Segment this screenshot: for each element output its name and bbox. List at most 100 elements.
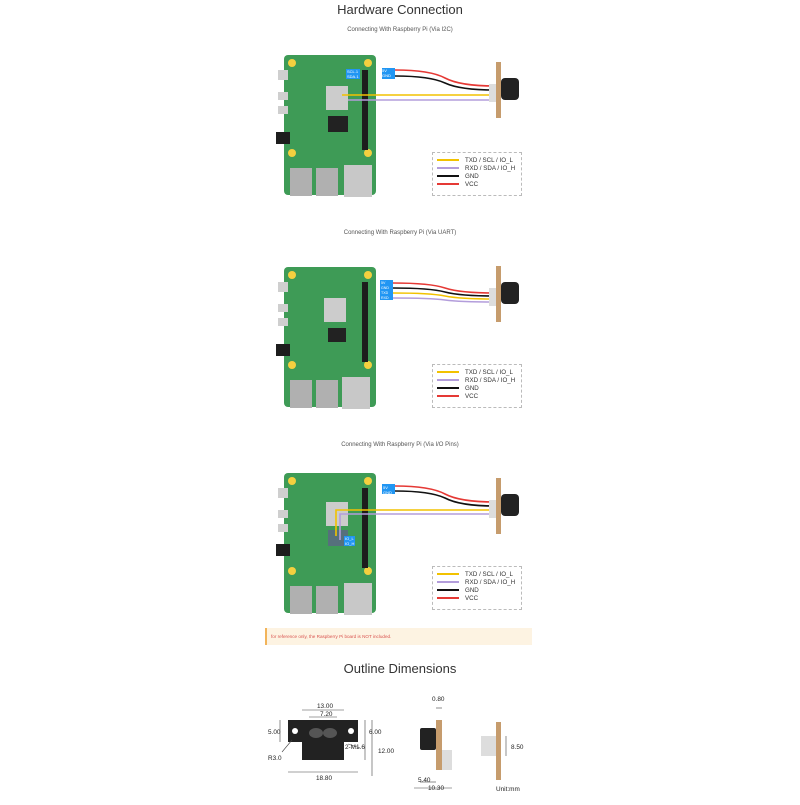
gpio-header (362, 282, 368, 362)
sensor-bracket (496, 266, 501, 322)
usbc-port (278, 282, 288, 292)
legend-label: RXD / SDA / IO_H (465, 164, 516, 172)
hdmi-port (278, 106, 288, 114)
mount-hole (364, 271, 372, 279)
gpio-header (362, 70, 368, 150)
legend-label: RXD / SDA / IO_H (465, 578, 516, 586)
pin-label: GND (382, 73, 391, 78)
sensor-front-outline (288, 720, 358, 760)
usb-port (316, 380, 338, 408)
pin-connector (380, 280, 393, 300)
mount-hole (288, 149, 296, 157)
legend-label: TXD / SCL / IO_L (465, 368, 513, 376)
dim-label: 12.00 (378, 748, 394, 755)
outline-drawing (260, 690, 540, 800)
mount-hole (288, 477, 296, 485)
dim-label: 18.80 (316, 775, 332, 782)
mount-hole (364, 567, 372, 575)
bracket-side (436, 720, 442, 770)
hdmi-port (278, 318, 288, 326)
pin-label: GND (383, 490, 392, 495)
io-diagram-svg (276, 473, 519, 615)
dim-label: 8.50 (511, 744, 524, 751)
pin-label: 5V (382, 68, 387, 73)
wiring-diagram-i2c (270, 50, 540, 205)
audio-jack (276, 344, 290, 356)
legend-label: VCC (465, 594, 479, 602)
legend-label: TXD / SCL / IO_L (465, 156, 513, 164)
uart-diagram-svg (276, 266, 519, 409)
wire-legend-i2c: TXD / SCL / IO_L RXD / SDA / IO_H GND VC… (432, 152, 522, 196)
hardware-connection-title: Hardware Connection (337, 2, 463, 17)
mount-hole (288, 567, 296, 575)
pin-label: SCL.1 (347, 69, 359, 74)
hdmi-port (278, 524, 288, 532)
pin-labels-uart: 5V GND TXD RXD (381, 281, 389, 301)
mount-hole (364, 361, 372, 369)
usbc-port (278, 70, 288, 80)
dim-label: 5.00 (268, 729, 281, 736)
legend-label: VCC (465, 180, 479, 188)
hdmi-port (278, 92, 288, 100)
reference-notice: for reference only, the Raspberry Pi boa… (265, 628, 532, 645)
pin-connector (382, 68, 395, 79)
outline-svg (279, 707, 507, 789)
mount-hole (288, 59, 296, 67)
soc-chip (326, 502, 348, 526)
section-subtitle-uart: Connecting With Raspberry Pi (Via UART) (343, 230, 457, 236)
pin-labels-io-inner: IO_L IO_H (344, 536, 356, 546)
sensor-connector (489, 84, 496, 102)
ethernet-port (344, 583, 372, 615)
wiring-diagram-io (270, 468, 540, 623)
audio-jack (276, 544, 290, 556)
tof-sensor (501, 282, 519, 304)
mount-hole (348, 728, 354, 734)
sensor-connector (489, 500, 496, 518)
unit-label: Unit:mm (496, 786, 520, 793)
dim-label: R3.0 (268, 755, 282, 762)
outline-dimensions-title: Outline Dimensions (343, 661, 457, 676)
mount-hole (288, 271, 296, 279)
ram-chip (328, 116, 348, 132)
pin-label: GND (381, 286, 389, 290)
txd-wire (392, 292, 496, 300)
ram-chip (328, 530, 348, 546)
pin-label: TXD (381, 291, 389, 295)
mount-hole (292, 728, 298, 734)
lens (323, 728, 337, 738)
pin-labels-i2c-inner: SCL.1 SDA.1 (346, 69, 360, 79)
section-subtitle-i2c: Connecting With Raspberry Pi (Via I2C) (347, 27, 453, 33)
vcc-wire (394, 485, 496, 503)
soc-chip (326, 86, 348, 110)
legend-label: TXD / SCL / IO_L (465, 570, 513, 578)
pin-label: RXD (381, 296, 389, 300)
io-l-wire (335, 509, 495, 536)
usb-port (290, 380, 312, 408)
vcc-wire (394, 69, 496, 87)
usbc-port (278, 488, 288, 498)
mount-hole (364, 477, 372, 485)
mount-hole (364, 149, 372, 157)
pin-labels-i2c: 5V GND (382, 68, 391, 78)
gnd-wire (394, 75, 496, 91)
usb-port (316, 586, 338, 614)
usb-port (290, 168, 312, 196)
gnd-wire (392, 287, 496, 297)
pin-labels-io: 5V GND (383, 485, 392, 495)
audio-jack (276, 132, 290, 144)
sensor-bracket (496, 62, 501, 118)
usb-port (290, 586, 312, 614)
gpio-header (362, 488, 368, 568)
dim-label: 0.80 (432, 696, 445, 703)
pin-label: SDA.1 (347, 74, 359, 79)
i2c-diagram-svg (276, 55, 519, 197)
tof-sensor (501, 78, 519, 100)
sensor-connector (489, 288, 496, 306)
mount-hole (288, 361, 296, 369)
dim-label: 7.20 (320, 711, 333, 718)
wire-legend-uart: TXD / SCL / IO_L RXD / SDA / IO_H GND VC… (432, 364, 522, 408)
soc-chip (324, 298, 346, 322)
dim-label: 5.40 (418, 777, 431, 784)
wiring-diagram-uart (270, 262, 540, 417)
bracket-back (496, 722, 501, 780)
